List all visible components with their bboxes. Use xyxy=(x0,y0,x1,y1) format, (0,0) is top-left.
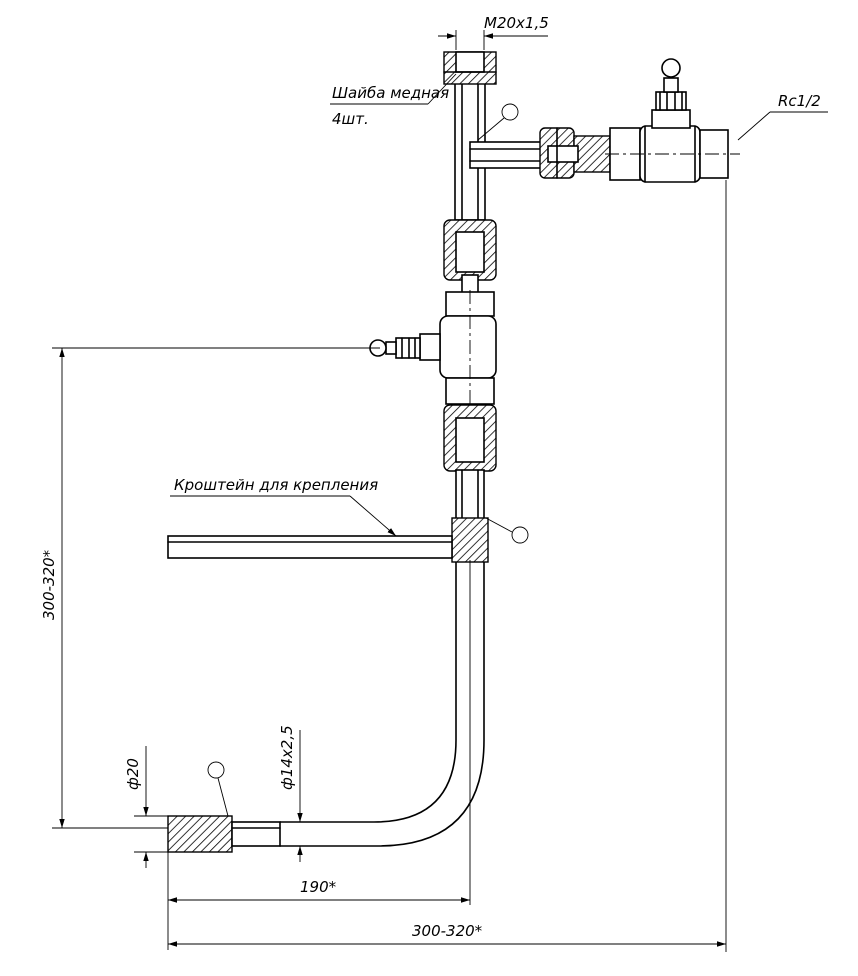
thread-label: M20x1,5 xyxy=(484,14,549,32)
upper-valve-handle xyxy=(651,58,691,129)
washer-label: Шайба медная xyxy=(332,84,449,102)
bottom-tube-end xyxy=(167,815,281,853)
side-branch-tube xyxy=(469,141,551,169)
middle-valve xyxy=(439,290,497,410)
bracket-callout: Кроштейн для крепления xyxy=(170,476,397,537)
dim-length-190: 190* xyxy=(167,560,471,950)
dim-tube-size: ф14x2,5 xyxy=(278,725,303,862)
upper-valve xyxy=(605,125,740,183)
length-190-label: 190* xyxy=(300,878,337,896)
port-callout: Rc1/2 xyxy=(737,92,828,141)
port-thread-label: Rc1/2 xyxy=(778,92,821,110)
leader-circles xyxy=(207,103,529,817)
dim-thread: M20x1,5 xyxy=(438,14,549,50)
dim-diam-20: ф20 xyxy=(124,746,168,868)
washer-callout: Шайба медная 4шт. xyxy=(330,73,457,128)
width-label: 300-320* xyxy=(412,922,483,940)
middle-valve-handle xyxy=(369,333,441,361)
upper-coupling xyxy=(443,219,497,296)
lower-coupling xyxy=(443,404,497,472)
tube-size-label: ф14x2,5 xyxy=(278,725,296,790)
washer-qty: 4шт. xyxy=(332,110,369,128)
top-nut xyxy=(443,51,497,85)
height-label: 300-320* xyxy=(40,549,58,620)
dim-height: 300-320* xyxy=(40,347,380,829)
side-union-fitting xyxy=(539,127,611,179)
dim-width: 300-320* xyxy=(168,180,727,952)
mounting-bracket xyxy=(167,517,489,563)
bracket-label: Кроштейн для крепления xyxy=(174,476,378,494)
diam-20-label: ф20 xyxy=(124,758,142,790)
